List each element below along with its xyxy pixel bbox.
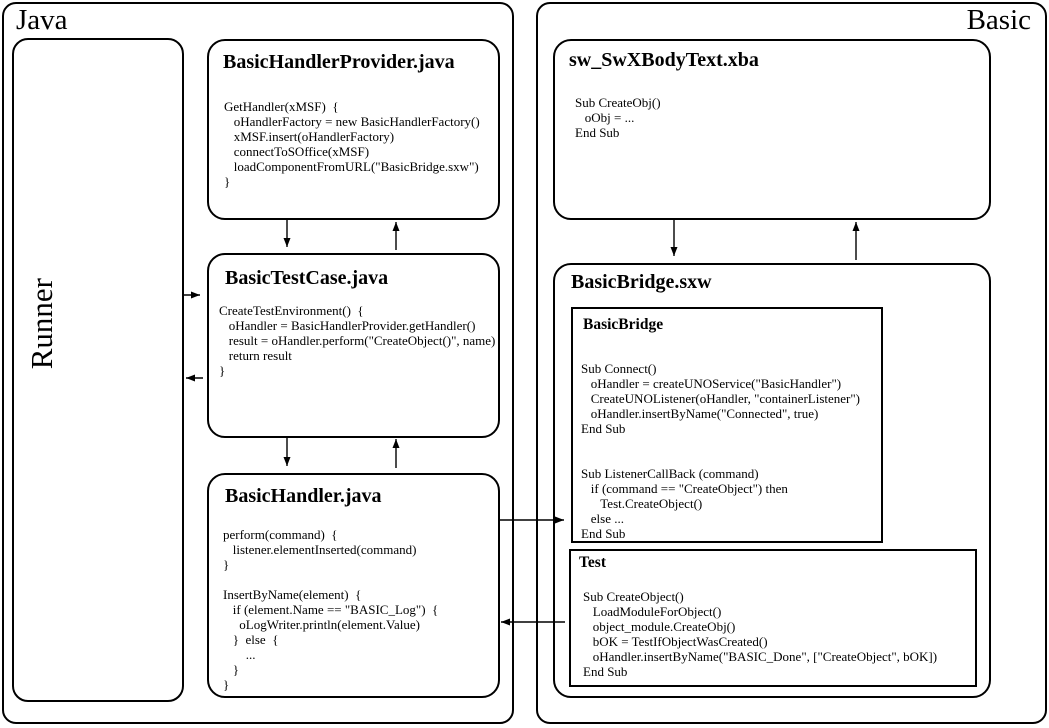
java-panel: Java Runner BasicHandlerProvider.java Ge… (2, 2, 514, 724)
basic-handler-provider-box: BasicHandlerProvider.java GetHandler(xMS… (207, 39, 500, 220)
basic-bridge-module-title: BasicBridge (583, 316, 664, 333)
runner-label: Runner (24, 278, 59, 370)
basic-handler-code: perform(command) { listener.elementInser… (223, 527, 439, 692)
basic-test-case-code: CreateTestEnvironment() { oHandler = Bas… (219, 303, 496, 378)
swx-body-text-code: Sub CreateObj() oObj = ... End Sub (575, 95, 661, 140)
basic-handler-box: BasicHandler.java perform(command) { lis… (207, 473, 500, 698)
basic-panel: Basic sw_SwXBodyText.xba Sub CreateObj()… (536, 2, 1047, 724)
basic-handler-title: BasicHandler.java (225, 485, 382, 507)
swx-body-text-title: sw_SwXBodyText.xba (569, 49, 759, 71)
runner-box: Runner (12, 38, 184, 702)
basic-bridge-doc-title: BasicBridge.sxw (571, 271, 712, 293)
basic-bridge-doc-box: BasicBridge.sxw BasicBridge Sub Connect(… (553, 263, 991, 698)
basic-bridge-module-code: Sub Connect() oHandler = createUNOServic… (581, 361, 861, 541)
basic-test-case-box: BasicTestCase.java CreateTestEnvironment… (207, 253, 500, 438)
test-module-rect: Test Sub CreateObject() LoadModuleForObj… (569, 549, 977, 687)
basic-handler-provider-code: GetHandler(xMSF) { oHandlerFactory = new… (224, 99, 480, 189)
test-module-title: Test (579, 554, 606, 571)
basic-test-case-title: BasicTestCase.java (225, 267, 389, 289)
test-module-code: Sub CreateObject() LoadModuleForObject()… (583, 589, 938, 679)
basic-bridge-module-rect: BasicBridge Sub Connect() oHandler = cre… (571, 307, 883, 543)
swx-body-text-box: sw_SwXBodyText.xba Sub CreateObj() oObj … (553, 39, 991, 220)
basic-handler-provider-title: BasicHandlerProvider.java (223, 51, 455, 73)
java-panel-title: Java (16, 4, 68, 36)
basic-panel-title: Basic (966, 4, 1031, 36)
